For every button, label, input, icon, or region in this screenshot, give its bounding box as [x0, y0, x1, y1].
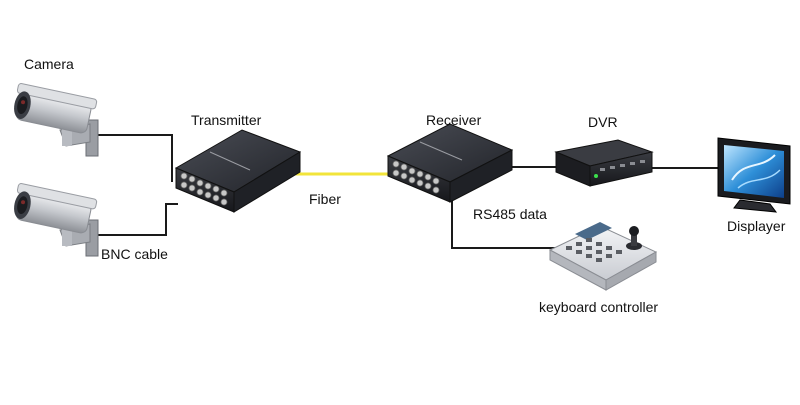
- receiver-label: Receiver: [426, 112, 482, 128]
- camera-top: [14, 83, 99, 157]
- camera-bottom: [14, 183, 99, 257]
- receiver-device: [386, 123, 514, 203]
- fiber-label: Fiber: [309, 191, 341, 207]
- rs485-cable: [451, 196, 556, 249]
- transmitter-label: Transmitter: [191, 112, 262, 128]
- displayer-label: Displayer: [727, 218, 786, 234]
- keyboard-controller-label: keyboard controller: [539, 299, 659, 315]
- dvr-label: DVR: [588, 114, 618, 130]
- rs485-label: RS485 data: [473, 206, 547, 222]
- keyboard-controller: [548, 222, 658, 291]
- displayer-monitor: [717, 137, 791, 213]
- dvr-device: [554, 139, 654, 187]
- bnc-cable-bottom: [96, 203, 178, 236]
- transmitter-device: [174, 129, 302, 213]
- bnc-cable-label: BNC cable: [101, 246, 168, 262]
- bnc-cable-top: [96, 134, 173, 182]
- camera-label: Camera: [24, 56, 74, 72]
